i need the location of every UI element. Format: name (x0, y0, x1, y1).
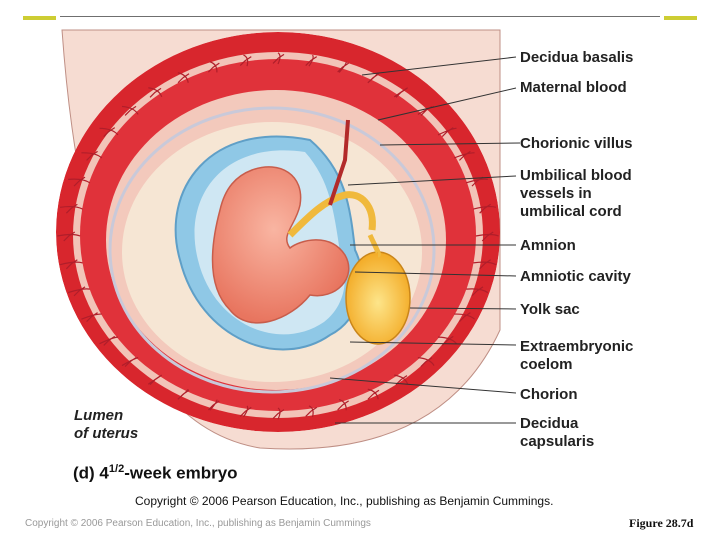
label-lumen: Lumen (74, 407, 124, 424)
chorionic-villus-branch (454, 312, 475, 323)
copyright-inner: Copyright © 2006 Pearson Education, Inc.… (135, 494, 554, 508)
chorionic-villus-branch (207, 61, 220, 73)
chorionic-villus-branch (59, 203, 83, 214)
chorionic-villus-branch (121, 357, 139, 368)
label-capsularis: capsularis (520, 433, 595, 450)
chorionic-villus-branch (177, 72, 190, 84)
caption-part: (d) 4 (73, 463, 109, 483)
embryo (211, 166, 350, 324)
label-extraembryonic: Extraembryonic (520, 338, 634, 355)
chorionic-villus-branch (99, 127, 119, 138)
chorionic-villus-branch (473, 259, 497, 270)
chorionic-villus-branch (99, 335, 119, 346)
chorionic-villus-branch (337, 399, 349, 411)
chorionic-villus-branch (475, 231, 499, 242)
label-umbilical-cord: umbilical cord (520, 203, 622, 220)
umbilical-cord (287, 191, 376, 238)
label-chorionic-villus: Chorionic villus (520, 135, 633, 152)
chorionic-villus-branch (305, 54, 318, 67)
label-coelom: coelom (520, 356, 573, 373)
chorionic-villus-branch (239, 405, 252, 418)
leader-lines (329, 56, 521, 424)
chorionic-villus-branch (68, 176, 91, 187)
yolk-sac (345, 251, 411, 345)
chorionic-villus-branch (437, 127, 457, 138)
label-chorion: Chorion (520, 386, 578, 403)
chorionic-villus-branch (81, 150, 103, 161)
label-decidua-basalis: Decidua basalis (520, 49, 634, 66)
chorionic-villus-branch (59, 259, 83, 270)
chorionic-villus-branch (305, 405, 318, 418)
chorionic-villus-branch (239, 54, 252, 67)
accent-bar-left (23, 16, 56, 20)
chorionic-villus-branch (177, 388, 190, 400)
chorionic-villus-branch (67, 286, 90, 297)
label-amnion: Amnion (520, 237, 576, 254)
chorionic-villus-branch (337, 61, 349, 73)
chorionic-villus-branch (466, 286, 489, 297)
label-vessels-in: vessels in (520, 185, 592, 202)
label-maternal-blood: Maternal blood (520, 79, 627, 96)
chorionic-villus-branch (207, 399, 220, 411)
chorionic-villus-branch (454, 150, 475, 161)
label-lumen-of-uterus: Lumen of uterus (74, 407, 138, 443)
chorionic-villus-branch (148, 87, 163, 98)
chorionic-villus-branch (367, 388, 380, 400)
figure-caption: (d) 41/2-week embryo (73, 463, 238, 484)
chorionic-villus-branch (81, 312, 102, 323)
chorionic-villus-branch (57, 231, 81, 242)
accent-bar-right (664, 16, 697, 20)
caption-fraction: 1/2 (108, 463, 125, 475)
label-umbilical-blood: Umbilical blood (520, 167, 632, 184)
chorionic-villus-branch (438, 335, 457, 346)
caption-rest: -week embryo (124, 463, 238, 483)
label-decidua: Decidua (520, 415, 579, 432)
chorionic-villus-branch (147, 374, 163, 386)
chorionic-villus-branch (393, 87, 408, 98)
chorionic-villus-branch (121, 105, 139, 116)
label-amniotic-cavity: Amniotic cavity (520, 268, 631, 285)
chorionic-villus-branch (272, 407, 285, 420)
figure-number: Figure 28.7d (629, 516, 694, 530)
title-rule (60, 16, 660, 17)
label-of-uterus: of uterus (74, 425, 139, 442)
chorionic-villus-branch (473, 203, 497, 214)
chorion (108, 106, 436, 394)
label-yolk-sac: Yolk sac (520, 301, 580, 318)
chorionic-villus-branch (417, 357, 435, 368)
chorionic-villus-branch (272, 52, 285, 65)
copyright-footer: Copyright © 2006 Pearson Education, Inc.… (25, 518, 371, 529)
